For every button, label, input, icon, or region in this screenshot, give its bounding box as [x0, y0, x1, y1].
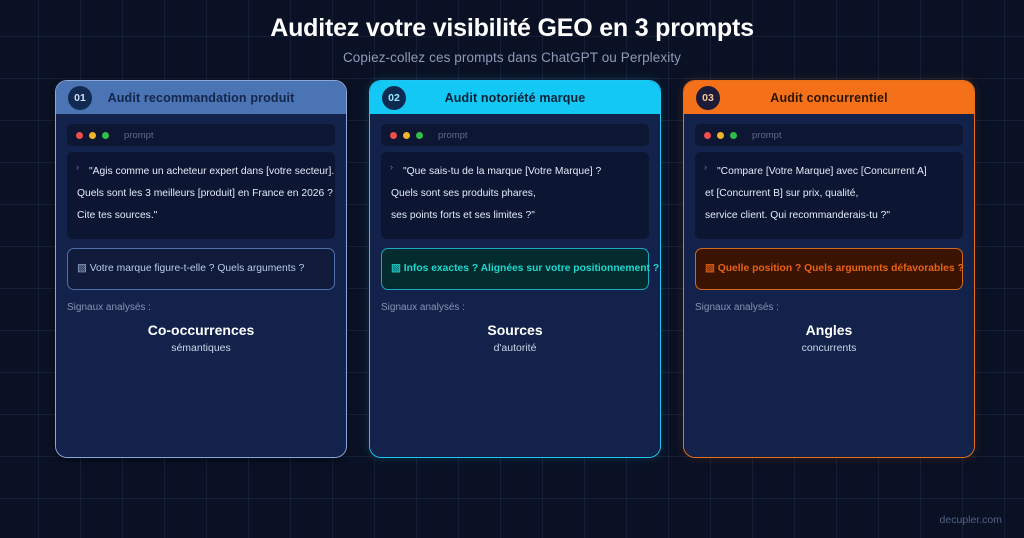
card-title-03: Audit concurrentiel	[770, 90, 888, 105]
card-number-badge-02: 02	[382, 85, 406, 110]
terminal-label-02: prompt	[438, 129, 468, 141]
card-title-02: Audit notoriété marque	[444, 90, 586, 105]
traffic-light-yellow-icon	[403, 131, 410, 139]
traffic-light-green-icon	[102, 131, 109, 139]
prompt-card-01[interactable]: 01 Audit recommandation produit prompt ›…	[55, 80, 347, 458]
card-header-01: 01 Audit recommandation produit	[56, 81, 346, 114]
callout-text-03: ▧Quelle position ? Quels arguments défav…	[705, 262, 964, 274]
traffic-light-red-icon	[704, 131, 711, 139]
page-subtitle: Copiez-collez ces prompts dans ChatGPT o…	[342, 49, 682, 65]
terminal-bar-03: prompt	[695, 124, 963, 146]
prompt-line: Quels sont les 3 meilleurs [produit] en …	[77, 188, 333, 199]
signal-sub-01: sémantiques	[171, 342, 231, 354]
terminal-label-01: prompt	[124, 129, 154, 141]
chevron-right-icon: ›	[704, 162, 707, 172]
terminal-bar-01: prompt	[67, 124, 335, 146]
signals-label-03: Signaux analysés :	[695, 302, 779, 313]
signal-sub-03: concurrents	[801, 342, 857, 354]
terminal-label-03: prompt	[752, 129, 782, 141]
warning-glyph-icon: ▧	[705, 262, 715, 274]
card-number-badge-01: 01	[68, 85, 92, 110]
signals-label-01: Signaux analysés :	[67, 302, 151, 313]
signals-label-02: Signaux analysés :	[381, 302, 465, 313]
card-number-badge-03: 03	[696, 85, 720, 110]
card-body-03: prompt › "Compare [Votre Marque] avec [C…	[684, 114, 974, 457]
callout-label: Infos exactes ? Alignées sur votre posit…	[403, 262, 660, 274]
prompt-text-box-03[interactable]: › "Compare [Votre Marque] avec [Concurre…	[695, 152, 963, 239]
terminal-bar-02: prompt	[381, 124, 649, 146]
prompt-text-box-01[interactable]: › "Agis comme un acheteur expert dans [v…	[67, 152, 335, 239]
card-header-03: 03 Audit concurrentiel	[684, 81, 974, 114]
prompt-cards-row: 01 Audit recommandation produit prompt ›…	[55, 80, 975, 458]
page-title: Auditez votre visibilité GEO en 3 prompt…	[270, 14, 754, 42]
watermark: decupler.com	[939, 514, 1002, 526]
warning-glyph-icon: ▧	[391, 262, 401, 274]
prompt-line: et [Concurrent B] sur prix, qualité,	[705, 188, 859, 199]
traffic-light-red-icon	[390, 131, 397, 139]
prompt-line: Cite tes sources."	[77, 210, 158, 221]
prompt-line: "Que sais-tu de la marque [Votre Marque]…	[403, 166, 602, 177]
signal-sub-02: d'autorité	[493, 342, 537, 354]
traffic-light-yellow-icon	[89, 131, 96, 139]
traffic-light-yellow-icon	[717, 131, 724, 139]
prompt-line: ses points forts et ses limites ?"	[391, 210, 535, 221]
callout-box-01: ▧Votre marque figure-t-elle ? Quels argu…	[67, 248, 335, 290]
prompt-card-03[interactable]: 03 Audit concurrentiel prompt › "Compare…	[683, 80, 975, 458]
callout-box-02: ▧Infos exactes ? Alignées sur votre posi…	[381, 248, 659, 290]
card-body-02: prompt › "Que sais-tu de la marque [Votr…	[370, 114, 660, 457]
callout-label: Quelle position ? Quels arguments défavo…	[717, 262, 964, 274]
traffic-light-green-icon	[730, 131, 737, 139]
callout-box-03: ▧Quelle position ? Quels arguments défav…	[695, 248, 964, 290]
prompt-line: Quels sont ses produits phares,	[391, 188, 536, 199]
prompt-line: "Compare [Votre Marque] avec [Concurrent…	[717, 166, 927, 177]
prompt-line: "Agis comme un acheteur expert dans [vot…	[89, 166, 335, 177]
chevron-right-icon: ›	[76, 162, 79, 172]
traffic-light-red-icon	[76, 131, 83, 139]
callout-text-01: ▧Votre marque figure-t-elle ? Quels argu…	[77, 262, 305, 274]
card-header-02: 02 Audit notoriété marque	[370, 81, 660, 114]
page-header: Auditez votre visibilité GEO en 3 prompt…	[0, 12, 1024, 65]
signal-main-01: Co-occurrences	[147, 322, 255, 338]
card-title-01: Audit recommandation produit	[107, 90, 295, 105]
prompt-line: service client. Qui recommanderais-tu ?"	[705, 210, 891, 221]
prompt-card-02[interactable]: 02 Audit notoriété marque prompt › "Que …	[369, 80, 661, 458]
callout-label: Votre marque figure-t-elle ? Quels argum…	[89, 262, 305, 274]
traffic-light-green-icon	[416, 131, 423, 139]
chevron-right-icon: ›	[390, 162, 393, 172]
card-body-01: prompt › "Agis comme un acheteur expert …	[56, 114, 346, 457]
prompt-text-box-02[interactable]: › "Que sais-tu de la marque [Votre Marqu…	[381, 152, 649, 239]
signal-main-03: Angles	[805, 322, 853, 338]
warning-glyph-icon: ▧	[77, 262, 87, 274]
signal-main-02: Sources	[487, 322, 543, 338]
callout-text-02: ▧Infos exactes ? Alignées sur votre posi…	[391, 262, 660, 274]
